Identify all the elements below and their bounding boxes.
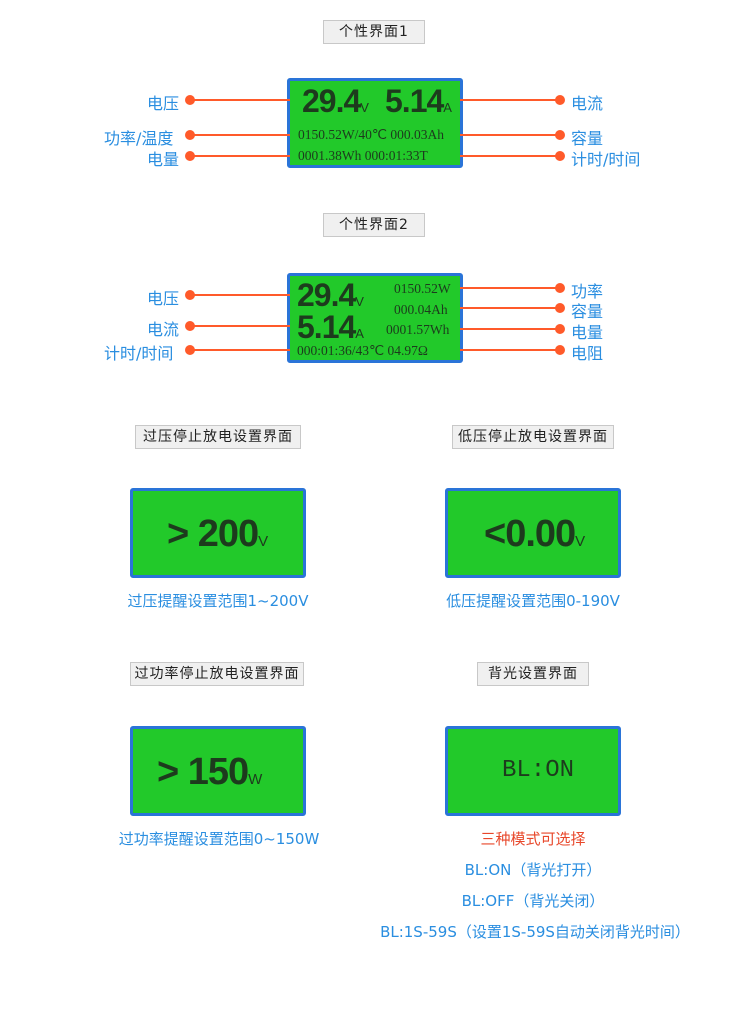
screen2-current-unit: A [355, 326, 364, 341]
overpower-value: > 150 [157, 751, 249, 793]
overvoltage-unit: V [258, 533, 268, 550]
undervoltage-value: <0.00 [484, 513, 576, 555]
screen2-voltage: 29.4 [297, 277, 356, 313]
screen2-current: 5.14 [297, 309, 356, 345]
overpower-lcd: > 150W [130, 726, 306, 816]
undervoltage-title: 低压停止放电设置界面 [452, 425, 614, 449]
screen2-label-capacity: 容量 [571, 302, 604, 321]
screen2-label-current: 电流 [147, 320, 180, 339]
screen1-row3: 0001.38Wh 000:01:33T [298, 148, 428, 163]
leader-dot [555, 151, 565, 161]
screen2-capacity: 000.04Ah [394, 302, 448, 317]
screen1-label-energy: 电量 [147, 150, 180, 169]
leader-dot [555, 95, 565, 105]
leader-dot [185, 290, 195, 300]
screen2-energy: 0001.57Wh [386, 322, 450, 337]
screen2-voltage-unit: V [355, 294, 364, 309]
leader-dot [185, 321, 195, 331]
screen1-current: 5.14 [385, 83, 444, 119]
backlight-caption-off: BL:OFF（背光关闭） [461, 892, 605, 910]
screen1-label-voltage: 电压 [147, 94, 180, 113]
screen2-label-resistance: 电阻 [571, 344, 604, 363]
screen1-current-unit: A [443, 100, 452, 115]
overvoltage-value: > 200 [167, 513, 259, 555]
screen2-bottom-row: 000:01:36/43℃ 04.97Ω [297, 343, 428, 358]
leader-dot [555, 130, 565, 140]
backlight-title: 背光设置界面 [477, 662, 589, 686]
undervoltage-unit: V [575, 533, 585, 550]
backlight-caption-modes: 三种模式可选择 [480, 830, 586, 848]
backlight-caption-timer: BL:1S-59S（设置1S-59S自动关闭背光时间） [380, 923, 690, 941]
leader-dot [185, 151, 195, 161]
undervoltage-caption: 低压提醒设置范围0-190V [446, 592, 620, 610]
screen1-row2: 0150.52W/40℃ 000.03Ah [298, 127, 445, 142]
screen1-label-power-temp: 功率/温度 [104, 129, 174, 148]
screen1-voltage: 29.4 [302, 83, 361, 119]
screen1-label-current: 电流 [571, 94, 604, 113]
backlight-caption-on: BL:ON（背光打开） [464, 861, 602, 879]
leader-dot [555, 324, 565, 334]
overpower-title: 过功率停止放电设置界面 [130, 662, 304, 686]
screen1-lcd: 29.4V 5.14A 0150.52W/40℃ 000.03Ah 0001.3… [287, 78, 463, 168]
overvoltage-caption: 过压提醒设置范围1~200V [127, 592, 309, 610]
screen1-voltage-unit: V [360, 100, 369, 115]
leader-dot [185, 345, 195, 355]
undervoltage-lcd: <0.00V [445, 488, 621, 578]
screen2-label-energy: 电量 [571, 323, 604, 342]
leader-dot [555, 283, 565, 293]
screen1-label-timer: 计时/时间 [571, 150, 641, 169]
overvoltage-title: 过压停止放电设置界面 [135, 425, 301, 449]
screen2-power: 0150.52W [394, 281, 451, 296]
screen1-label-capacity: 容量 [571, 129, 604, 148]
leader-dot [555, 345, 565, 355]
screen2-lcd: 29.4V 5.14A 0150.52W 000.04Ah 0001.57Wh … [287, 273, 463, 363]
overpower-caption: 过功率提醒设置范围0~150W [118, 830, 320, 848]
screen2-title: 个性界面2 [323, 213, 425, 237]
leader-dot [185, 95, 195, 105]
screen2-label-timer: 计时/时间 [104, 344, 174, 363]
screen2-label-voltage: 电压 [147, 289, 180, 308]
backlight-lcd: BL:ON [445, 726, 621, 816]
backlight-value: BL:ON [502, 757, 575, 784]
leader-dot [185, 130, 195, 140]
overvoltage-lcd: > 200V [130, 488, 306, 578]
screen1-title: 个性界面1 [323, 20, 425, 44]
leader-dot [555, 303, 565, 313]
overpower-unit: W [248, 771, 262, 788]
screen2-label-power: 功率 [571, 282, 604, 301]
